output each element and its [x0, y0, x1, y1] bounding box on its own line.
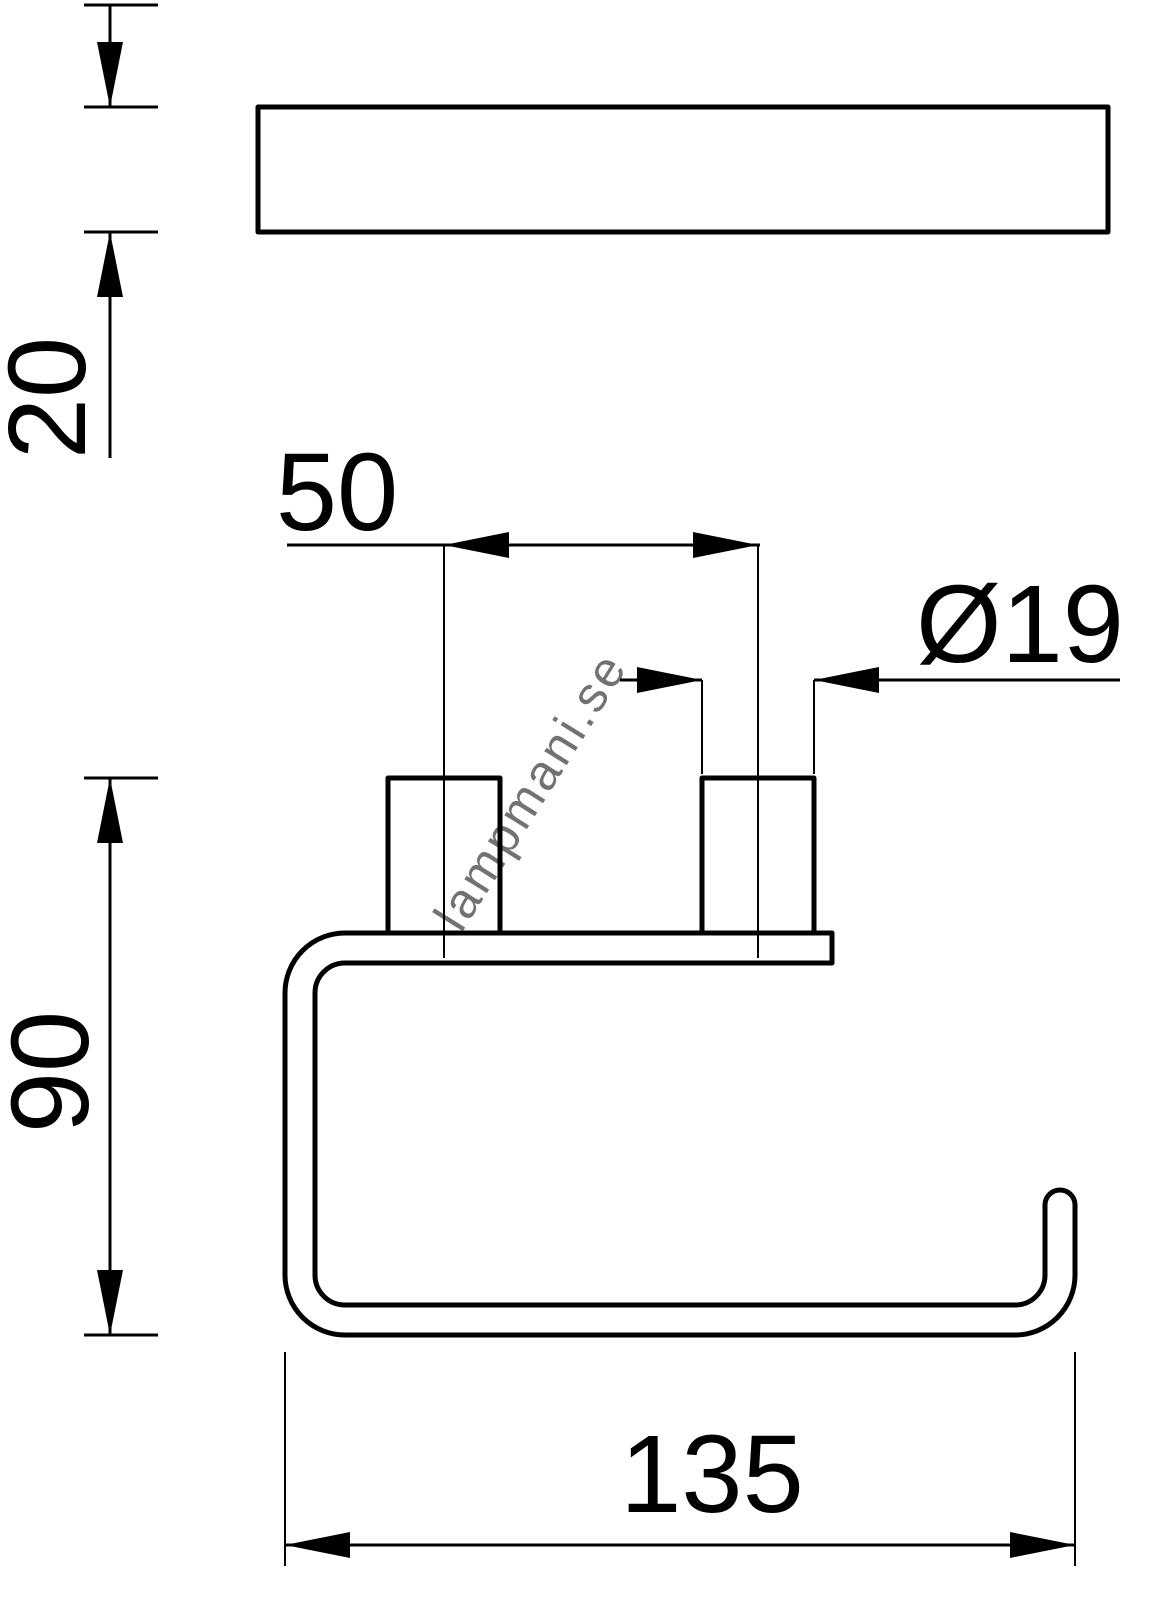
dim-label-plate-thickness: 20: [0, 337, 109, 459]
dimension-diameter-19: Ø19: [620, 563, 1124, 774]
dim-label-holder-width: 135: [620, 1413, 804, 1536]
dimension-20: 20: [0, 3, 158, 459]
dimension-135: 135: [284, 1352, 1076, 1566]
plate-rect: [255, 104, 1111, 235]
dia19-arrowhead-left-icon: [814, 667, 879, 693]
dim50-arrowhead-right-icon: [693, 532, 758, 558]
top-view: [255, 104, 1111, 235]
dim20-arrowhead-down-icon: [97, 42, 123, 107]
holder-outline: [282, 930, 1078, 1338]
front-view: [282, 545, 1078, 1338]
dim90-arrowhead-down-icon: [97, 1270, 123, 1335]
dim20-arrowhead-up-icon: [97, 232, 123, 297]
dim-label-pin-diameter: Ø19: [916, 563, 1124, 686]
dimension-90: 90: [0, 776, 158, 1337]
dim50-arrowhead-left-icon: [444, 532, 509, 558]
dim135-arrowhead-right-icon: [1010, 1532, 1075, 1558]
dim-label-pin-spacing: 50: [276, 431, 398, 554]
dim-label-holder-height: 90: [0, 1011, 112, 1133]
dia19-arrowhead-right-icon: [637, 667, 702, 693]
dim90-arrowhead-up-icon: [97, 778, 123, 843]
dim135-arrowhead-left-icon: [285, 1532, 350, 1558]
dimension-50: 50: [276, 431, 760, 558]
